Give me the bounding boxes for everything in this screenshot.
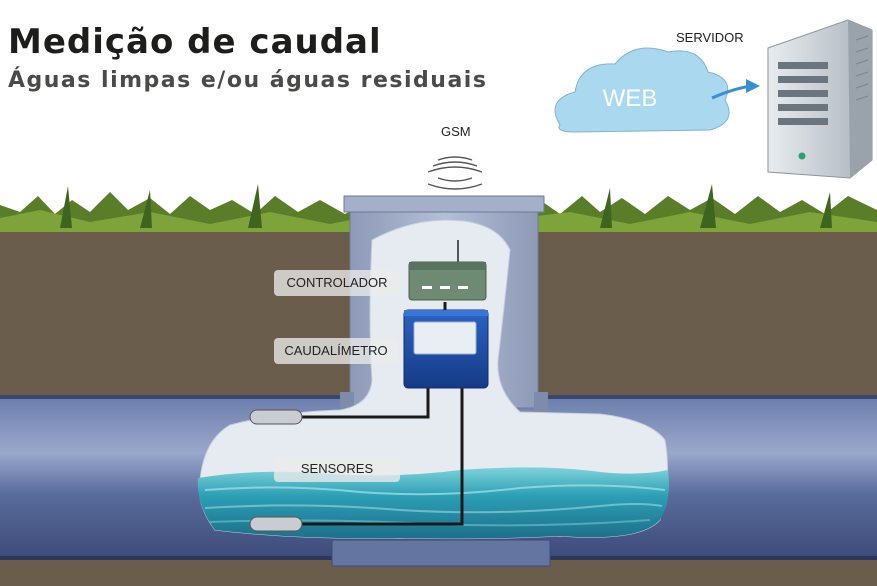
server-icon xyxy=(767,19,873,179)
sensors-label: SENSORES xyxy=(274,456,400,482)
flowmeter-label: CAUDALÍMETRO xyxy=(274,338,398,364)
web-label: WEB xyxy=(602,85,658,112)
controller-icon xyxy=(408,240,487,301)
page-subtitle: Águas limpas e/ou águas residuais xyxy=(8,68,488,93)
server-label: SERVIDOR xyxy=(676,30,744,45)
page-title: Medição de caudal xyxy=(8,22,382,62)
arrow-icon xyxy=(711,79,760,100)
gsm-signal-icon xyxy=(427,156,483,190)
controller-label: CONTROLADOR xyxy=(274,270,400,296)
flowmeter-icon xyxy=(403,309,489,389)
gsm-label: GSM xyxy=(441,124,471,139)
sensor-icon xyxy=(249,409,303,532)
grass xyxy=(0,184,877,232)
cloud-icon xyxy=(554,47,730,133)
